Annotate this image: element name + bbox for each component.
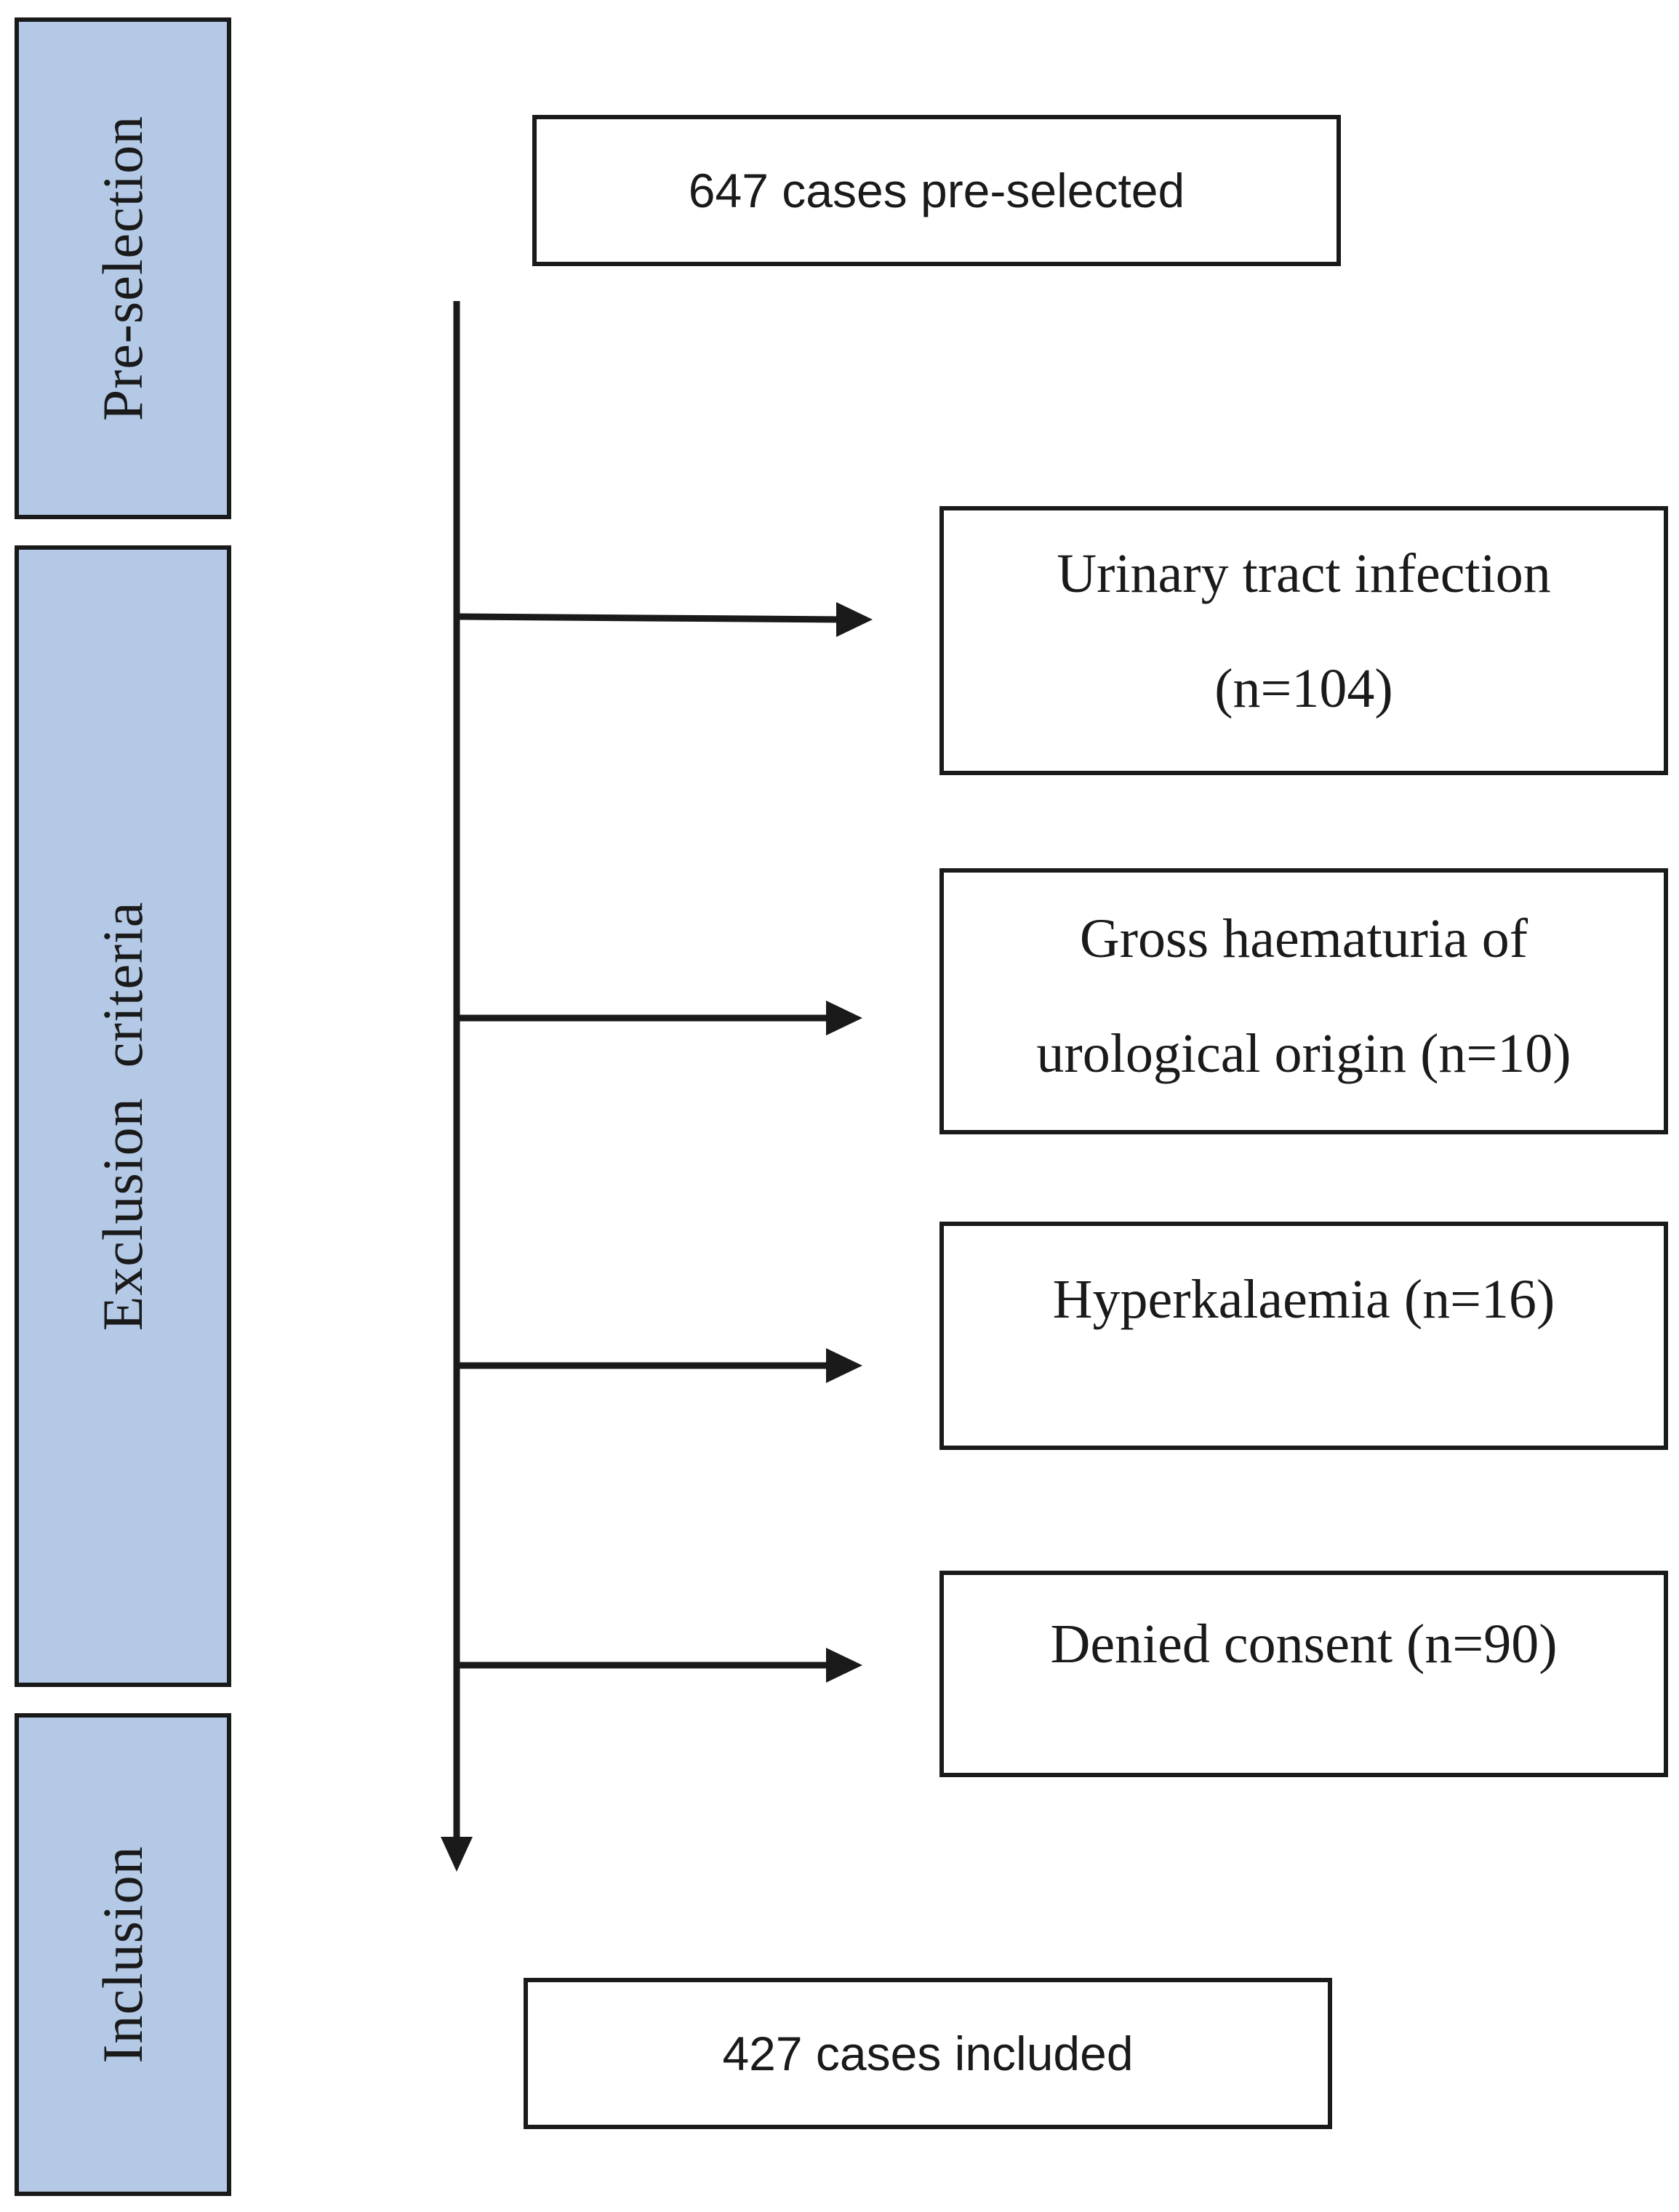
exclusion-uti-line2: (n=104) [1214, 658, 1393, 719]
exclusion-box-hyperkalaemia: Hyperkalaemia (n=16) [939, 1222, 1668, 1450]
stage-preselection: Pre-selection [15, 17, 231, 519]
exclusion-uti-text: Urinary tract infection (n=104) [1057, 510, 1550, 746]
start-box: 647 cases pre-selected [532, 115, 1341, 266]
arrowhead-1 [836, 602, 873, 637]
start-box-text: 647 cases pre-selected [688, 164, 1185, 217]
branch-line-1 [456, 613, 844, 623]
arrowhead-3 [826, 1348, 862, 1383]
arrowhead-down [441, 1837, 473, 1872]
exclusion-haematuria-line2: urological origin (n=10) [1036, 1023, 1571, 1084]
arrowhead-2 [826, 1001, 862, 1035]
end-box: 427 cases included [524, 1978, 1332, 2129]
stage-inclusion: Inclusion [15, 1713, 231, 2196]
exclusion-haematuria-line1: Gross haematuria of [1079, 908, 1528, 969]
exclusion-hyperkalaemia-line1: Hyperkalaemia (n=16) [1052, 1269, 1555, 1330]
exclusion-box-uti: Urinary tract infection (n=104) [939, 506, 1668, 775]
exclusion-box-consent: Denied consent (n=90) [939, 1571, 1668, 1777]
arrowhead-4 [826, 1648, 862, 1683]
exclusion-consent-text: Denied consent (n=90) [1050, 1575, 1557, 1702]
exclusion-box-haematuria: Gross haematuria of urological origin (n… [939, 868, 1668, 1134]
exclusion-haematuria-text: Gross haematuria of urological origin (n… [1036, 873, 1571, 1111]
stage-exclusion: Exclusion criteria [15, 545, 231, 1687]
exclusion-consent-line1: Denied consent (n=90) [1050, 1614, 1558, 1675]
end-box-text: 427 cases included [722, 2027, 1134, 2080]
exclusion-uti-line1: Urinary tract infection [1057, 543, 1551, 604]
exclusion-hyperkalaemia-text: Hyperkalaemia (n=16) [1053, 1226, 1555, 1357]
